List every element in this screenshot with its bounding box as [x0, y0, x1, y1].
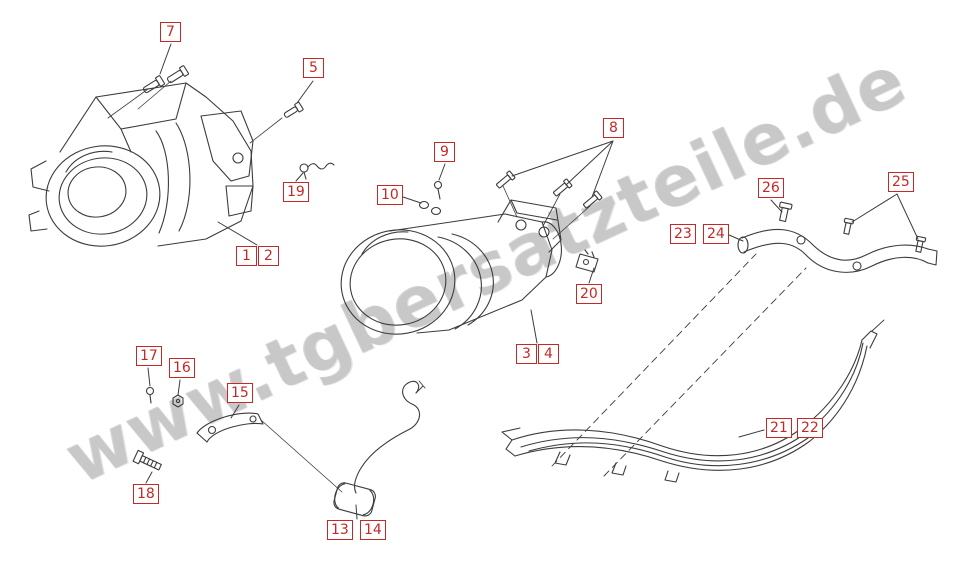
part-label-17[interactable]: 17 — [136, 346, 162, 366]
part-label-23[interactable]: 23 — [670, 224, 696, 244]
part-label-2[interactable]: 2 — [258, 246, 279, 266]
screw-17 — [145, 386, 155, 404]
bolt-26 — [779, 201, 793, 223]
part-headlight-unit-center — [340, 199, 562, 335]
part-label-4[interactable]: 4 — [538, 344, 559, 364]
part-label-26[interactable]: 26 — [758, 178, 784, 198]
part-label-25[interactable]: 25 — [888, 172, 914, 192]
terminal-19 — [299, 162, 335, 180]
part-label-19[interactable]: 19 — [283, 182, 309, 202]
screw-9 — [433, 180, 443, 200]
part-label-22[interactable]: 22 — [797, 418, 823, 438]
washers-10 — [418, 200, 442, 216]
part-label-20[interactable]: 20 — [576, 284, 602, 304]
part-label-1[interactable]: 1 — [236, 246, 257, 266]
part-label-10[interactable]: 10 — [377, 185, 403, 205]
bolts-8 — [496, 170, 603, 240]
bolts-25 — [843, 217, 927, 253]
part-label-3[interactable]: 3 — [516, 344, 537, 364]
screw-5 — [283, 101, 304, 118]
part-label-16[interactable]: 16 — [169, 358, 195, 378]
part-label-21[interactable]: 21 — [766, 418, 792, 438]
strap-15 — [196, 412, 343, 493]
part-headlight-assembly-left — [28, 80, 283, 247]
leader-lines — [145, 43, 919, 520]
part-label-5[interactable]: 5 — [303, 58, 324, 78]
part-label-15[interactable]: 15 — [227, 383, 253, 403]
bolt-18 — [132, 449, 162, 471]
part-label-24[interactable]: 24 — [703, 224, 729, 244]
part-label-14[interactable]: 14 — [360, 520, 386, 540]
part-label-18[interactable]: 18 — [133, 484, 159, 504]
part-label-8[interactable]: 8 — [603, 118, 624, 138]
cable-13-14 — [333, 380, 426, 517]
bracket-23-24 — [737, 228, 938, 273]
part-label-13[interactable]: 13 — [327, 520, 353, 540]
bolts-7 — [142, 65, 189, 94]
trim-21-22 — [501, 253, 885, 483]
part-label-7[interactable]: 7 — [160, 22, 181, 42]
clamp-20 — [575, 249, 599, 273]
part-label-9[interactable]: 9 — [434, 142, 455, 162]
